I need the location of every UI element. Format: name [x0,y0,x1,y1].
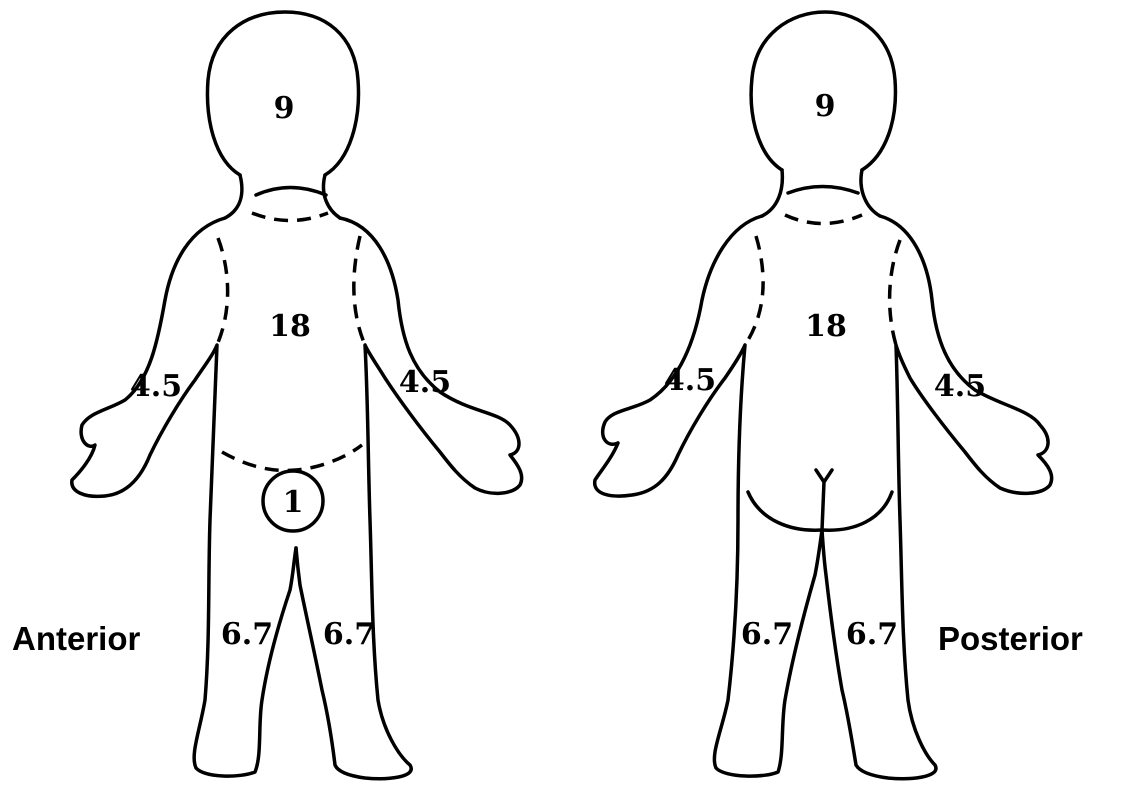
posterior-trunk-value: 18 [805,309,847,344]
anterior-right-leg-value: 6.7 [221,617,273,652]
anterior-right-shoulder-dash [354,236,365,345]
anterior-neck-line [256,188,326,196]
anterior-genitals-value: 1 [283,485,304,520]
posterior-neck-left [762,170,782,216]
posterior-right-outline [822,216,1052,779]
anterior-right-arm-value: 4.5 [130,369,182,404]
anterior-head-value: 9 [274,91,295,126]
posterior-buttocks-line [748,492,892,530]
anterior-neck-dash [252,213,328,221]
posterior-left-leg-value: 6.7 [846,617,898,652]
posterior-right-arm-value: 4.5 [664,363,716,398]
anterior-right-outline [296,218,522,779]
anterior-groin-dash [222,445,362,470]
posterior-left-shoulder-dash [745,236,763,345]
anterior-neck-left [225,175,242,218]
posterior-right-leg-value: 6.7 [741,617,793,652]
anterior-left-leg-value: 6.7 [323,617,375,652]
posterior-head-value: 9 [815,89,836,124]
anterior-trunk-value: 18 [269,309,311,344]
posterior-view-label: Posterior [938,620,1083,657]
posterior-gluteal-cleft [816,470,832,530]
anterior-left-arm-value: 4.5 [399,365,451,400]
posterior-neck-right [861,170,880,216]
anterior-view-label: Anterior [12,620,141,657]
posterior-right-shoulder-dash [890,240,900,345]
anterior-left-shoulder-dash [217,238,228,345]
posterior-neck-line [788,187,858,194]
posterior-left-arm-value: 4.5 [934,369,986,404]
posterior-left-outline [595,216,822,776]
posterior-neck-dash [785,215,862,224]
